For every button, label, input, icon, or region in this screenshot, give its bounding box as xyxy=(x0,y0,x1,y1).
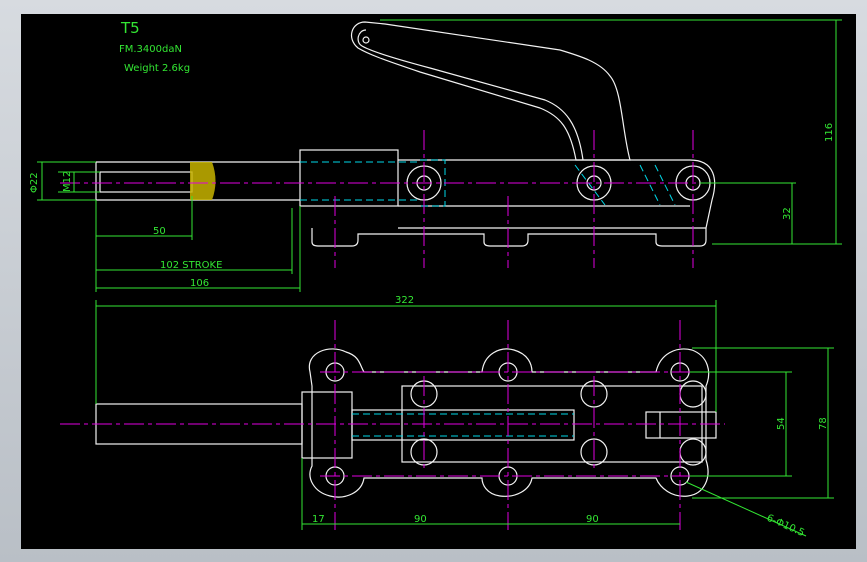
sleeve-body xyxy=(299,149,399,207)
hole-centerlines-h xyxy=(320,371,705,477)
dim-m12-lines xyxy=(58,171,100,193)
dim-stroke-lines xyxy=(96,208,293,274)
dim-78-lines xyxy=(692,347,834,499)
dim-dia22-lines xyxy=(37,161,96,201)
threaded-hole xyxy=(99,171,193,193)
dim-90a-text: 90 xyxy=(414,514,427,525)
dim-322-lines xyxy=(95,300,717,412)
dim-17-text: 17 xyxy=(312,514,325,525)
dim-bottom-chain xyxy=(301,458,680,530)
dim-90b-text: 90 xyxy=(586,514,599,525)
section-hatch xyxy=(190,162,216,200)
base-plate xyxy=(311,228,707,247)
dim-106-lines xyxy=(96,206,301,292)
dim-54-lines xyxy=(690,371,792,477)
dim-322-text: 322 xyxy=(395,295,414,306)
top-dimensions: 322 78 54 17 90 90 6-Φ10.5 xyxy=(95,295,834,539)
dim-116-text: 116 xyxy=(824,123,835,142)
dim-dia22-text: Φ22 xyxy=(29,172,40,193)
side-dimensions: Φ22 M12 50 102 STROKE 106 116 32 xyxy=(29,19,842,292)
model-label: T5 xyxy=(120,19,140,37)
handle-lever xyxy=(350,21,631,161)
slide-hidden-lines xyxy=(352,413,574,437)
dim-54-text: 54 xyxy=(776,417,787,430)
sleeve-top xyxy=(301,391,353,459)
cad-drawing-canvas[interactable] xyxy=(21,14,856,549)
dim-32-text: 32 xyxy=(782,207,793,220)
handle-pin xyxy=(362,36,370,44)
force-label: FM.3400daN xyxy=(119,44,182,55)
base-plate-top xyxy=(308,348,710,498)
dim-holes-text: 6-Φ10.5 xyxy=(765,513,806,539)
top-view xyxy=(60,320,725,530)
dim-50-text: 50 xyxy=(153,226,166,237)
dim-116-lines xyxy=(380,19,842,245)
weight-label: Weight 2.6kg xyxy=(124,63,190,74)
sleeve-hidden-lines xyxy=(300,161,420,201)
main-body xyxy=(398,159,716,229)
dim-50-lines xyxy=(95,196,193,292)
dim-stroke-text: 102 STROKE xyxy=(160,260,222,271)
handle-inner-edge xyxy=(357,29,584,161)
dim-78-text: 78 xyxy=(818,417,829,430)
dim-holes-leader xyxy=(685,481,807,537)
dim-m12-text: M12 xyxy=(62,171,73,192)
side-view xyxy=(60,21,725,268)
dim-106-text: 106 xyxy=(190,278,209,289)
side-centerlines-v xyxy=(334,130,694,268)
slide-bar-top xyxy=(351,409,575,441)
handle-tip-top xyxy=(645,411,717,439)
dim-32-lines xyxy=(700,182,796,245)
top-centerlines-v xyxy=(334,320,681,530)
